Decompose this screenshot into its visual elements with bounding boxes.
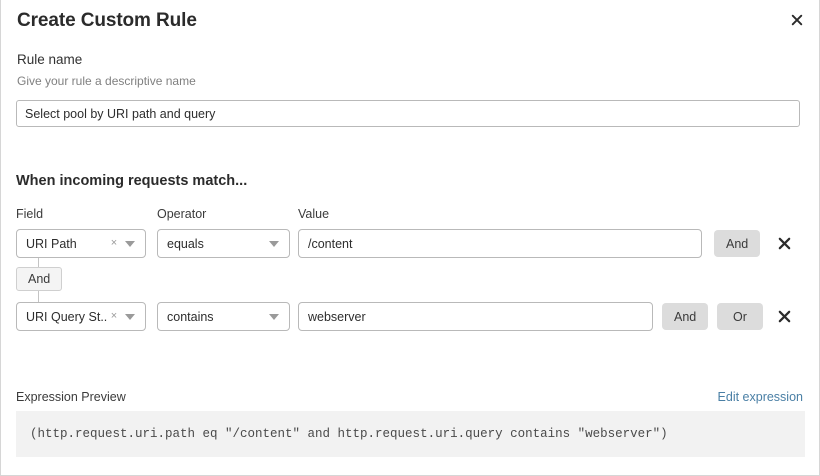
operator-select-row-1[interactable]: equals — [157, 229, 290, 258]
expression-preview-text: (http.request.uri.path eq "/content" and… — [30, 427, 668, 441]
connector-and-chip[interactable]: And — [16, 267, 63, 291]
operator-select-row-2[interactable]: contains — [157, 302, 290, 331]
clear-icon[interactable]: × — [110, 237, 118, 249]
page-title: Create Custom Rule — [17, 10, 197, 31]
delete-condition-button-row-1[interactable] — [771, 230, 797, 257]
condition-connector: And — [16, 258, 136, 304]
field-select-value-row-2: URI Query St... — [26, 309, 107, 324]
condition-row: URI Path × equals And — [1, 229, 819, 259]
rule-name-label: Rule name — [17, 52, 83, 67]
edit-expression-link[interactable]: Edit expression — [717, 390, 803, 404]
rule-name-help-text: Give your rule a descriptive name — [17, 74, 196, 88]
close-icon — [778, 237, 790, 250]
field-select-value-row-1: URI Path — [26, 236, 77, 251]
expression-preview-box: (http.request.uri.path eq "/content" and… — [16, 411, 805, 457]
close-icon — [778, 310, 790, 323]
close-icon[interactable] — [785, 8, 809, 32]
chevron-down-icon[interactable] — [265, 313, 283, 320]
expression-preview-label: Expression Preview — [16, 390, 126, 404]
field-select-row-1[interactable]: URI Path × — [16, 229, 146, 258]
column-header-field: Field — [16, 207, 44, 221]
delete-condition-button-row-2[interactable] — [771, 303, 797, 330]
close-icon-glyph — [791, 14, 803, 26]
value-input-row-2[interactable] — [298, 302, 653, 331]
condition-row: URI Query St... × contains And Or — [1, 302, 819, 332]
column-header-value: Value — [298, 207, 330, 221]
chevron-down-icon[interactable] — [265, 240, 283, 247]
clear-icon[interactable]: × — [110, 310, 118, 322]
column-header-operator: Operator — [157, 207, 207, 221]
conditions-heading: When incoming requests match... — [16, 173, 248, 189]
operator-select-value-row-1: equals — [167, 236, 204, 251]
or-button-row-2[interactable]: Or — [717, 303, 763, 330]
field-select-row-2[interactable]: URI Query St... × — [16, 302, 146, 331]
value-input-row-1[interactable] — [298, 229, 702, 258]
operator-select-value-row-2: contains — [167, 309, 214, 324]
chevron-down-icon[interactable] — [121, 313, 139, 320]
and-button-row-2[interactable]: And — [662, 303, 709, 330]
rule-name-input[interactable] — [16, 100, 800, 127]
chevron-down-icon[interactable] — [121, 240, 139, 247]
and-button-row-1[interactable]: And — [714, 230, 761, 257]
